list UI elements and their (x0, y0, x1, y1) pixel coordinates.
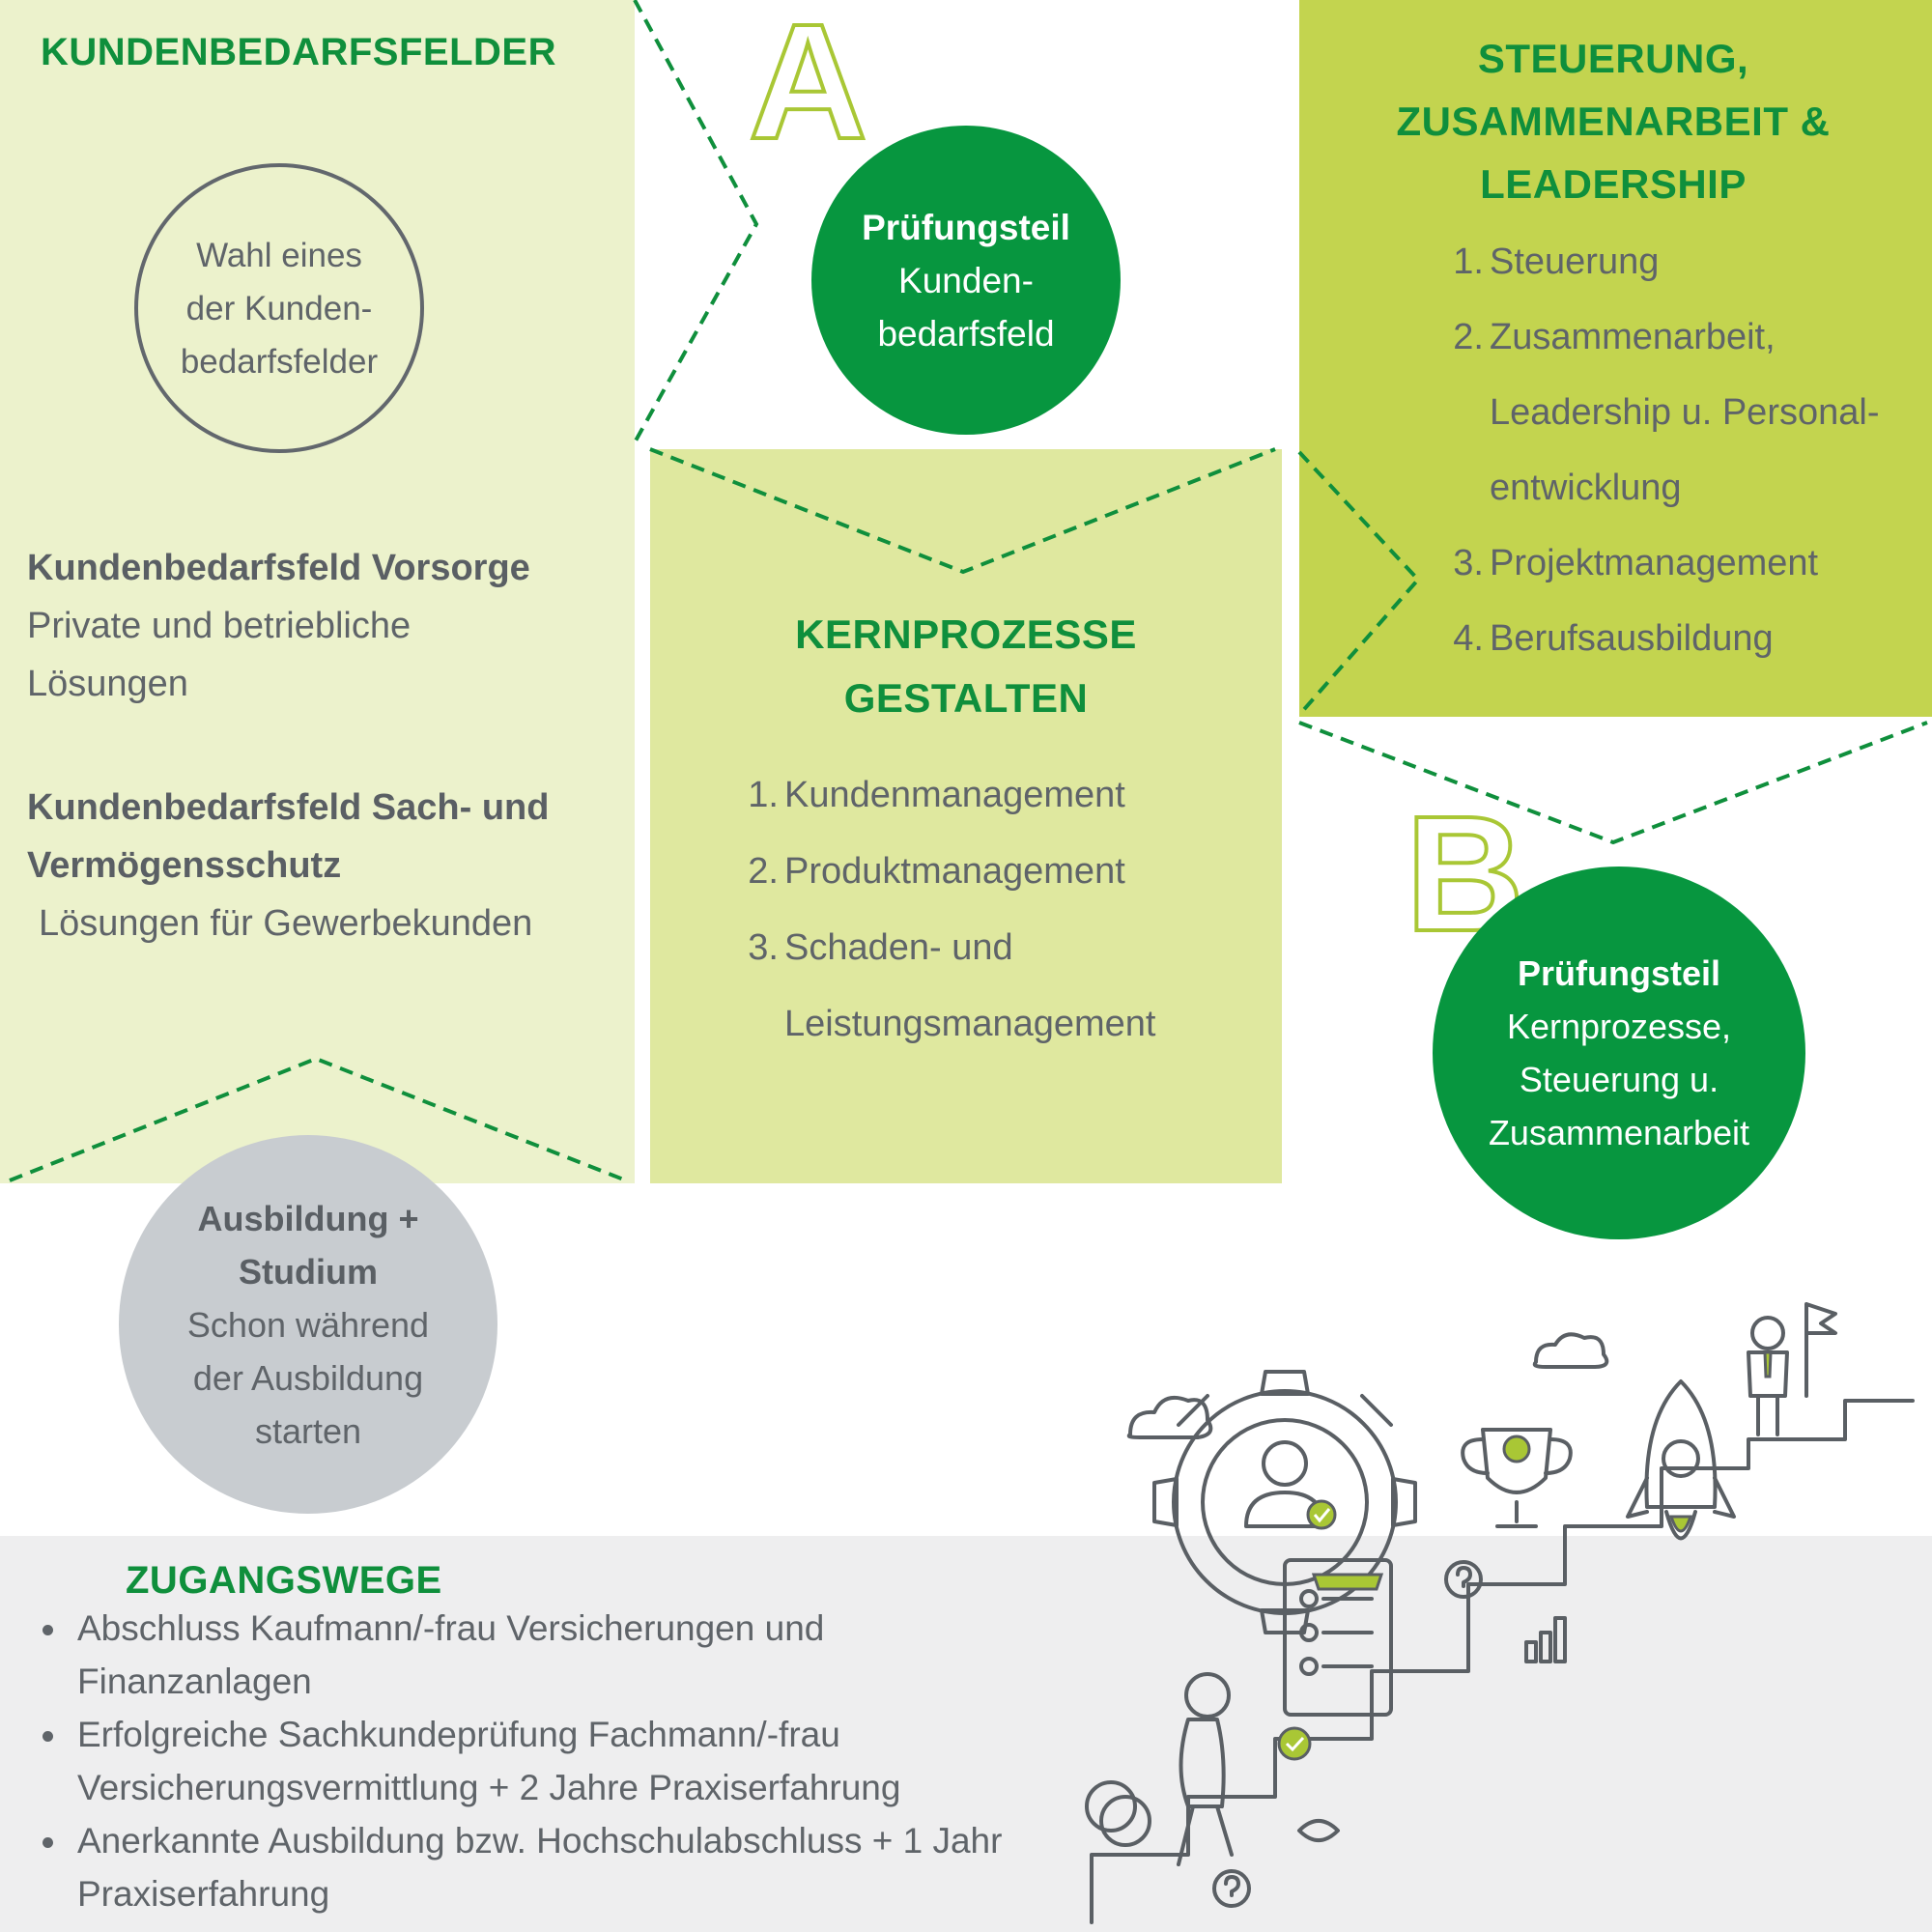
climbing-person (1177, 1672, 1234, 1866)
steuerung-list: 1. Steuerung 2. Zusammenarbeit, Leadersh… (1439, 224, 1879, 676)
sach-title-line-1: Kundenbedarfsfeld Sach- und (27, 787, 550, 828)
kernprozesse-item-2-label: Produktmanagement (784, 851, 1125, 892)
steuerung-panel (1299, 0, 1932, 717)
pruefung-a-line-1: Kunden- (898, 260, 1034, 300)
trophy-icon (1461, 1428, 1573, 1528)
kernprozesse-item-1: 1. Kundenmanagement (734, 757, 1155, 834)
zugangswege-item-2: Erfolgreiche Sachkundeprüfung Fachmann/-… (27, 1708, 1080, 1814)
wahl-circle: Wahl eines der Kunden- bedarfsfelder (134, 163, 424, 453)
kernprozesse-item-2: 2. Produktmanagement (734, 834, 1155, 910)
vorsorge-title: Kundenbedarfsfeld Vorsorge (27, 548, 530, 588)
kernprozesse-item-1-num: 1. (748, 775, 779, 815)
cloud-icon-2 (1532, 1332, 1609, 1369)
pruefung-b-circle: Prüfungsteil Kernprozesse, Steuerung u. … (1433, 867, 1805, 1239)
kernprozesse-title-line-2: GESTALTEN (843, 675, 1089, 721)
kernprozesse-item-3: 3. Schaden- und Leistungsmanagement (734, 910, 1155, 1063)
chevron-kernprozesse-top (649, 447, 1276, 575)
vorsorge-line-1: Private und betriebliche (27, 606, 412, 646)
ausbildung-line-2: der Ausbildung (192, 1357, 424, 1398)
steuerung-item-4: 4. Berufsausbildung (1439, 601, 1879, 676)
steuerung-title-line-2: ZUSAMMENARBEIT & (1396, 99, 1831, 144)
vorsorge-block: Kundenbedarfsfeld Vorsorge Private und b… (27, 539, 626, 713)
sach-title-line-2: Vermögensschutz (27, 845, 342, 886)
zugangswege-item-2-line-1: Erfolgreiche Sachkundeprüfung Fachmann/-… (77, 1715, 840, 1754)
staircase (1090, 1399, 1915, 1924)
kernprozesse-item-2-num: 2. (748, 851, 779, 892)
ausbildung-line-1: Schon während (186, 1304, 430, 1345)
pruefung-a-circle: Prüfungsteil Kunden- bedarfsfeld (811, 126, 1121, 435)
bar-chart-icon (1524, 1616, 1567, 1663)
zugangswege-item-1-line-1: Abschluss Kaufmann/-frau Versicherungen … (77, 1608, 825, 1648)
arrow-steuerung-left (1297, 450, 1421, 717)
steuerung-item-2-line-2: Leadership u. Personal- (1490, 392, 1880, 433)
arrow-to-pruefung-a (633, 0, 759, 443)
steuerung-title-line-3: LEADERSHIP (1480, 161, 1747, 207)
kundenbedarfsfelder-title: KUNDENBEDARFSFELDER (41, 31, 556, 73)
pruefung-b-line-2: Steuerung u. (1519, 1060, 1719, 1099)
flag-icon (1747, 1302, 1837, 1436)
steuerung-item-3: 3. Projektmanagement (1439, 526, 1879, 601)
steuerung-item-1-num: 1. (1453, 242, 1484, 282)
steuerung-item-4-label: Berufsausbildung (1490, 618, 1774, 659)
letter-a: A (747, 0, 869, 174)
steuerung-item-2-line-3: entwicklung (1490, 468, 1682, 508)
zugangswege-list: Abschluss Kaufmann/-frau Versicherungen … (27, 1602, 1080, 1920)
rocket-icon (1626, 1379, 1736, 1541)
steuerung-title: STEUERUNG, ZUSAMMENARBEIT & LEADERSHIP (1299, 27, 1927, 215)
vorsorge-line-2: Lösungen (27, 664, 188, 704)
steuerung-item-1: 1. Steuerung (1439, 224, 1879, 299)
zugangswege-item-3-line-2: Praxiserfahrung (77, 1874, 330, 1914)
pruefung-a-title: Prüfungsteil (862, 207, 1070, 247)
kernprozesse-list: 1. Kundenmanagement 2. Produktmanagement… (734, 757, 1155, 1063)
zugangswege-title: ZUGANGSWEGE (126, 1559, 442, 1602)
steuerung-item-2-line-1: Zusammenarbeit, (1490, 317, 1776, 357)
pruefung-b-title: Prüfungsteil (1517, 953, 1720, 993)
steuerung-item-1-label: Steuerung (1490, 242, 1660, 282)
sach-text: Lösungen für Gewerbekunden (39, 903, 533, 944)
pruefung-a-line-2: bedarfsfeld (877, 313, 1055, 354)
ausbildung-line-3: starten (254, 1410, 362, 1451)
steuerung-title-line-1: STEUERUNG, (1477, 36, 1749, 81)
kernprozesse-item-1-label: Kundenmanagement (784, 775, 1125, 815)
zugangswege-band (0, 1536, 1932, 1932)
cloud-icon (1126, 1396, 1213, 1439)
wahl-line-3: bedarfsfelder (180, 342, 379, 381)
kernprozesse-title-line-1: KERNPROZESSE (795, 611, 1137, 657)
pruefung-b-line-1: Kernprozesse, (1506, 1007, 1732, 1046)
zugangswege-item-3-line-1: Anerkannte Ausbildung bzw. Hochschulabsc… (77, 1821, 1003, 1861)
career-stairs-illustration (1085, 1302, 1915, 1924)
pruefung-b-line-3: Zusammenarbeit (1488, 1113, 1750, 1152)
ausbildung-title-line-2: Studium (239, 1251, 378, 1292)
steuerung-item-3-label: Projektmanagement (1490, 543, 1819, 583)
zugangswege-item-1-line-2: Finanzanlagen (77, 1662, 312, 1701)
wahl-line-1: Wahl eines (196, 236, 362, 274)
steuerung-item-4-num: 4. (1453, 618, 1484, 659)
zugangswege-item-1: Abschluss Kaufmann/-frau Versicherungen … (27, 1602, 1080, 1708)
zugangswege-item-3: Anerkannte Ausbildung bzw. Hochschulabsc… (27, 1814, 1080, 1920)
sach-block: Kundenbedarfsfeld Sach- und Vermögenssch… (27, 779, 631, 952)
chevron-to-pruefung-b (1298, 721, 1928, 845)
kernprozesse-item-3-line-2: Leistungsmanagement (784, 1004, 1156, 1044)
wahl-line-2: der Kunden- (185, 289, 373, 327)
steuerung-item-2: 2. Zusammenarbeit, Leadership u. Persona… (1439, 299, 1879, 526)
kernprozesse-item-3-line-1: Schaden- und (784, 927, 1013, 968)
kernprozesse-item-3-num: 3. (748, 927, 779, 968)
clipboard-icon (1283, 1558, 1393, 1717)
steuerung-item-2-num: 2. (1453, 317, 1484, 357)
steuerung-item-3-num: 3. (1453, 543, 1484, 583)
question-icon (1444, 1560, 1483, 1599)
ausbildung-title-line-1: Ausbildung + (197, 1198, 419, 1238)
zugangswege-item-2-line-2: Versicherungsvermittlung + 2 Jahre Praxi… (77, 1768, 901, 1807)
kernprozesse-title: KERNPROZESSE GESTALTEN (650, 603, 1282, 730)
ausbildung-circle: Ausbildung + Studium Schon während der A… (119, 1135, 497, 1514)
question-icon-2 (1212, 1869, 1251, 1908)
eye-icon (1297, 1819, 1340, 1842)
